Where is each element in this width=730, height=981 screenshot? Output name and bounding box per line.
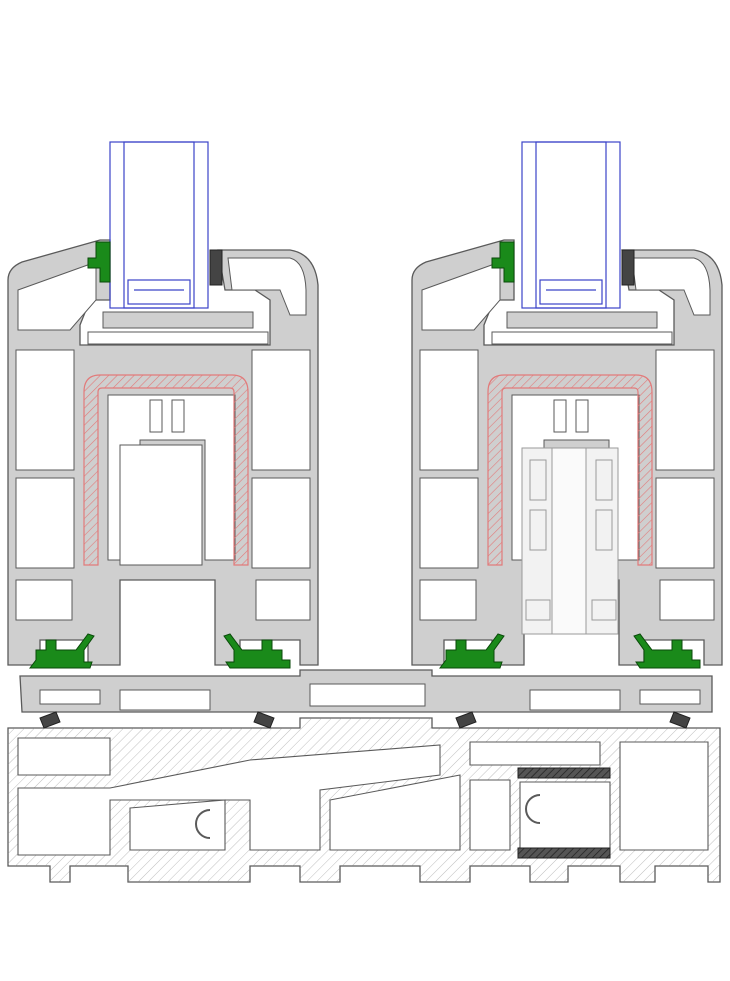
frame-seal-strips: [39, 711, 691, 729]
brush-seal-strips: [517, 767, 611, 859]
sash-bottom-gaskets: [29, 633, 701, 669]
right-roller-hardware: [521, 447, 619, 635]
track-rail: [19, 669, 713, 713]
left-steel-reinforcement: [83, 374, 249, 566]
outer-frame-profile: [7, 717, 721, 883]
glazing-gaskets: [87, 241, 635, 286]
right-steel-reinforcement: [487, 374, 653, 566]
right-glass-unit: [521, 141, 621, 309]
left-glass-unit: [109, 141, 209, 309]
